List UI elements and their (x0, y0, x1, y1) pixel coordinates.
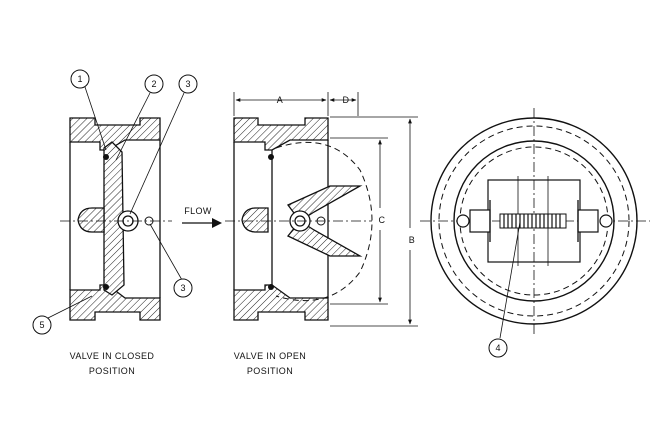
closed-view (60, 117, 172, 321)
leaders (47, 86, 521, 339)
dimension-lines (233, 92, 418, 327)
balloon-2-label: 2 (151, 79, 156, 89)
dim-a-label: A (277, 95, 283, 105)
balloon-3-bottom-label: 3 (180, 283, 185, 293)
balloon-1-label: 1 (77, 74, 82, 84)
balloon-5-label: 5 (39, 320, 44, 330)
dim-c-label: C (379, 215, 386, 225)
balloon-3-bottom: 3 (173, 278, 193, 298)
balloon-3-top: 3 (178, 74, 198, 94)
flow-arrow (182, 218, 222, 228)
balloon-5: 5 (32, 315, 52, 335)
flow-label: FLOW (184, 206, 212, 216)
caption-open-line2: POSITION (247, 366, 293, 376)
balloon-2: 2 (144, 74, 164, 94)
caption-closed-line1: VALVE IN CLOSED (70, 351, 155, 361)
balloon-4-label: 4 (495, 343, 500, 353)
caption-open-line1: VALVE IN OPEN (234, 351, 306, 361)
balloon-1: 1 (70, 69, 90, 89)
open-view (225, 117, 373, 321)
dim-b-label: B (409, 235, 415, 245)
balloon-3-top-label: 3 (185, 79, 190, 89)
balloon-4: 4 (488, 338, 508, 358)
dim-d-label: D (343, 95, 350, 105)
caption-closed-line2: POSITION (89, 366, 135, 376)
end-view (420, 108, 650, 336)
